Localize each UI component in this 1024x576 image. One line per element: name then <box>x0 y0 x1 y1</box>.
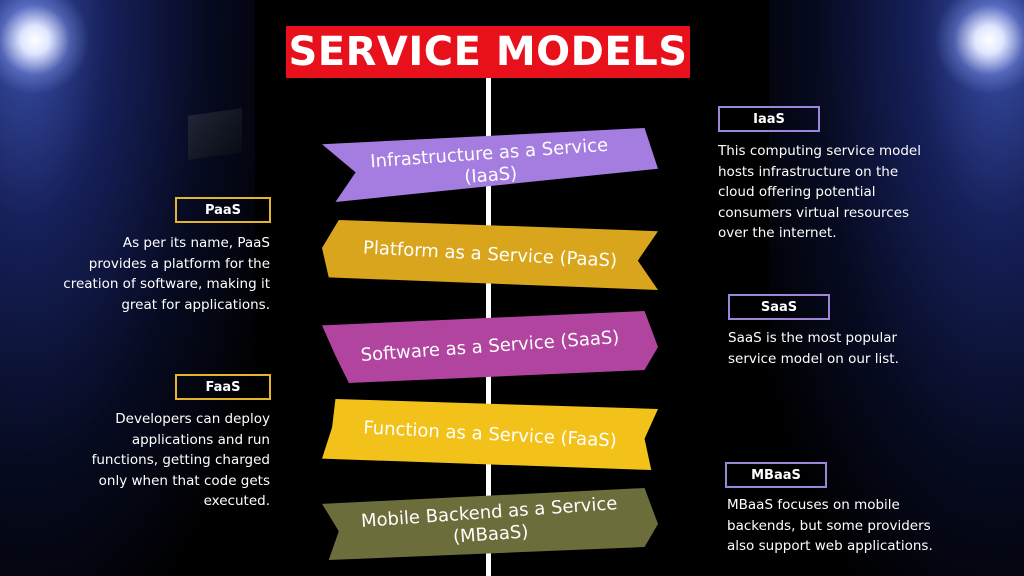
faas-tag: FaaS <box>175 374 271 400</box>
background-left-panel <box>0 0 255 576</box>
sign-paas: Platform as a Service (PaaS) <box>322 220 658 290</box>
sign-saas-label: Software as a Service (SaaS) <box>359 326 620 367</box>
sign-mbaas: Mobile Backend as a Service (MBaaS) <box>322 488 658 560</box>
sign-faas: Function as a Service (FaaS) <box>322 399 658 470</box>
paas-tag: PaaS <box>175 197 271 223</box>
iaas-tag: IaaS <box>718 106 820 132</box>
iaas-description: This computing service model hosts infra… <box>718 143 921 241</box>
faas-description: Developers can deploy applications and r… <box>91 411 270 509</box>
mbaas-tag: MBaaS <box>725 462 827 488</box>
sign-faas-label: Function as a Service (FaaS) <box>362 416 618 452</box>
sign-paas-label: Platform as a Service (PaaS) <box>362 237 618 272</box>
cube-decoration-icon <box>188 108 242 160</box>
page-title: SERVICE MODELS <box>286 26 690 78</box>
saas-tag: SaaS <box>728 294 830 320</box>
mbaas-description: MBaaS focuses on mobile backends, but so… <box>727 497 933 554</box>
sign-mbaas-label: Mobile Backend as a Service (MBaaS) <box>360 493 619 548</box>
background-right-panel <box>769 0 1024 576</box>
paas-description: As per its name, PaaS provides a platfor… <box>63 235 270 313</box>
saas-description: SaaS is the most popular service model o… <box>728 330 899 367</box>
sign-saas: Software as a Service (SaaS) <box>322 311 658 383</box>
